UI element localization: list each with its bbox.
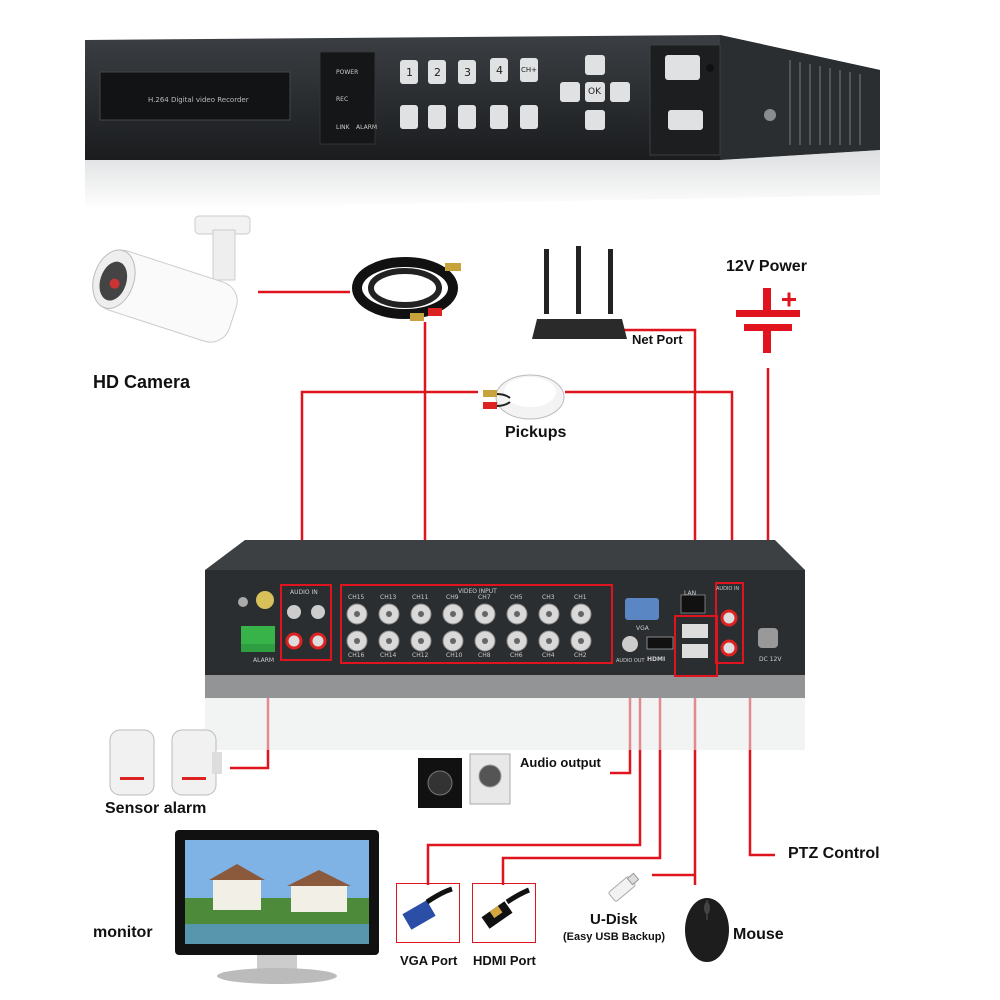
led-label-rec: REC [336,96,349,103]
monitor-icon [175,830,379,984]
dvr-rear-illustration [205,540,805,750]
channel-label: CH5 [510,594,523,601]
rear-dc-label: DC 12V [759,656,782,663]
hd-camera-label: HD Camera [93,372,191,392]
channel-label: CH3 [542,594,555,601]
sensor-alarm-icon [109,729,222,796]
channel-label: CH1 [574,594,587,601]
u-disk-label: U-Disk [590,911,638,928]
ptz-control-label: PTZ Control [788,845,880,862]
channel-label: CH6 [510,652,523,659]
vga-port-box [396,883,460,943]
monitor-label: monitor [93,924,153,941]
wire-net-port [620,328,697,592]
channel-label: CH7 [478,594,491,601]
rear-hdmi-label: HDMI [647,656,666,663]
channel-label: CH9 [446,594,459,601]
video-top-channel-labels: CH15 CH13 CH11 CH9 CH7 CH5 CH3 CH1 [342,594,602,604]
net-port-label: Net Port [632,332,683,347]
sensor-alarm-label: Sensor alarm [105,800,207,817]
led-label-power: POWER [336,69,359,76]
channel-label: CH13 [380,594,397,601]
video-input-connectors [346,603,592,652]
channel-label: CH12 [412,652,429,659]
dvr-front-view: H.264 Digital video Recorder POWER REC L… [0,0,1000,210]
rear-video-input-label: VIDEO INPUT [458,588,497,595]
front-button-ok: OK [588,87,601,97]
pickup-microphone-icon [483,374,565,420]
video-bottom-channel-labels: CH16 CH14 CH12 CH10 CH8 CH6 CH4 CH2 [342,652,602,660]
channel-label: CH8 [478,652,491,659]
u-disk-note: (Easy USB Backup) [563,931,666,943]
power-symbol-icon [736,288,800,353]
audio-output-label: Audio output [520,755,601,770]
channel-label: CH15 [348,594,365,601]
front-button-4: 4 [496,64,503,77]
rear-lan-label: LAN [684,590,697,597]
hdmi-port-label: HDMI Port [473,953,536,968]
hd-camera-icon [92,215,251,343]
led-label-alarm: ALARM [356,124,378,131]
front-button-1: 1 [406,66,413,79]
front-model-label: H.264 Digital video Recorder [148,96,249,104]
channel-label: CH14 [380,652,397,659]
rear-audio-in-left-label: AUDIO IN [290,589,318,596]
power-label: 12V Power [726,258,807,275]
usb-flash-drive-icon [608,872,640,902]
vga-port-label: VGA Port [400,953,458,968]
wire-hdmi [501,660,662,885]
bnc-cable-icon [352,257,461,321]
wire-pickup-right [565,390,734,582]
mouse-icon [685,898,729,962]
hdmi-cable-icon [481,887,530,929]
channel-label: CH16 [348,652,365,659]
rear-vga-label: VGA [636,625,649,632]
channel-label: CH11 [412,594,429,601]
rear-alarm-label: ALARM [253,657,275,664]
wire-vga [426,660,642,885]
front-button-3: 3 [464,66,471,79]
channel-label: CH10 [446,652,463,659]
vga-cable-icon [402,886,453,930]
router-icon [532,246,627,339]
wire-pickup-left [300,390,478,590]
front-button-2: 2 [434,66,441,79]
hdmi-port-box [472,883,536,943]
rear-audio-in-right-label: AUDIO IN [716,586,740,592]
rear-audio-out-label: AUDIO OUT [616,658,645,664]
pickups-label: Pickups [505,424,567,441]
channel-label: CH4 [542,652,555,659]
speakers-icon [418,753,511,808]
led-label-link: LINK [336,124,350,131]
channel-label: CH2 [574,652,587,659]
front-button-ch: CH+ [521,66,538,74]
mouse-label: Mouse [733,926,784,943]
dvr-front-illustration [85,35,880,210]
